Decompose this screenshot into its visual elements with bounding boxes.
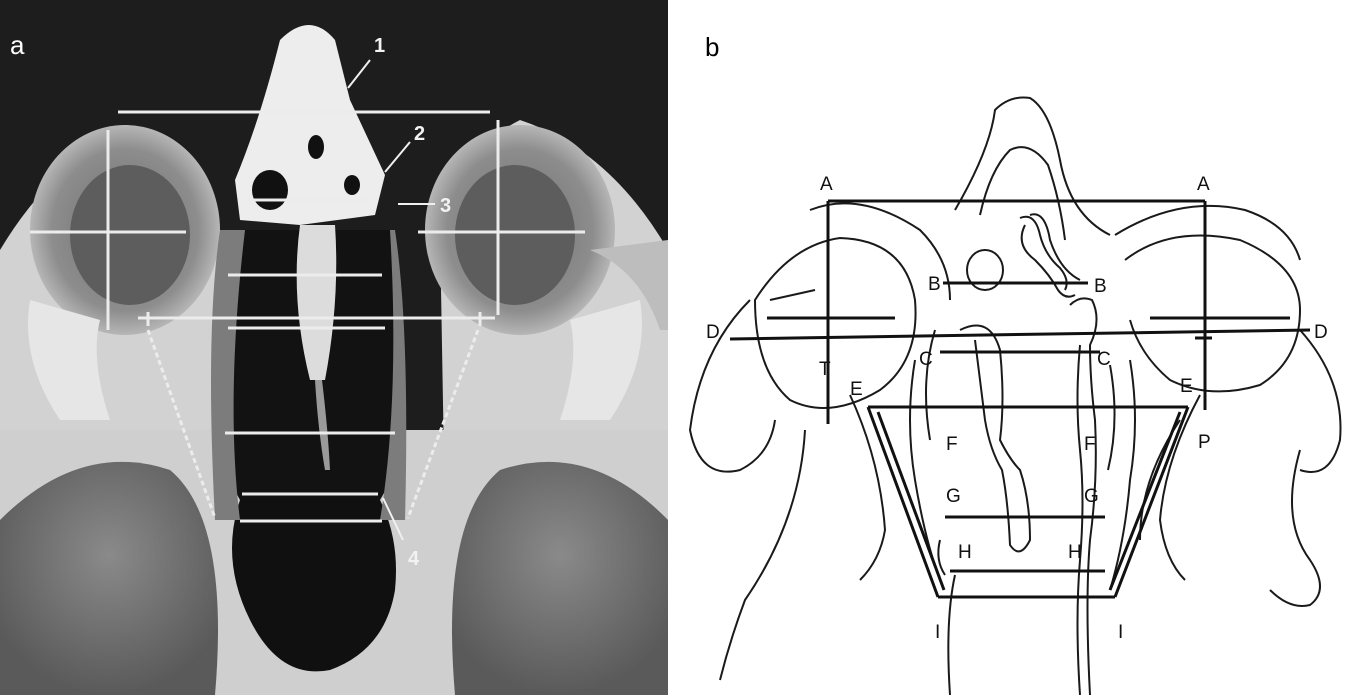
panel-b-schematic: A A B B D D C C T E E P F F G G H H I I … [675,0,1357,695]
label-h-left: H [958,542,972,563]
label-g-right: G [1084,486,1099,507]
label-d-right: D [1314,322,1328,343]
label-h-right: H [1068,542,1082,563]
label-g-left: G [946,486,961,507]
panel-b-letter: b [705,32,719,63]
callout-3: 3 [440,195,451,217]
panel-a-letter: a [10,30,24,61]
label-a-right: A [1197,174,1210,195]
label-p: P [1198,432,1211,453]
label-e-left: E [850,379,863,400]
schematic-drawing: A A B B D D C C T E E P F F G G H H I I [675,0,1357,695]
label-e-right: E [1180,376,1193,397]
panel-a-ct-image: 1 2 3 4 a [0,0,668,695]
ct-scan-drawing: 1 2 3 4 [0,0,668,695]
label-a-left: A [820,174,833,195]
label-f-right: F [1084,434,1096,455]
callout-2: 2 [414,123,425,145]
label-c-left: C [919,349,933,370]
label-t: T [819,359,831,380]
label-c-right: C [1097,349,1111,370]
callout-4: 4 [408,548,420,570]
label-i-right: I [1118,622,1123,643]
label-b-right: B [1094,276,1107,297]
label-f-left: F [946,434,958,455]
schematic-measurement-lines [730,201,1310,597]
label-d-left: D [706,322,720,343]
callout-1: 1 [374,35,385,57]
label-b-left: B [928,274,941,295]
label-i-left: I [935,622,940,643]
anatomy-outlines [690,98,1341,695]
